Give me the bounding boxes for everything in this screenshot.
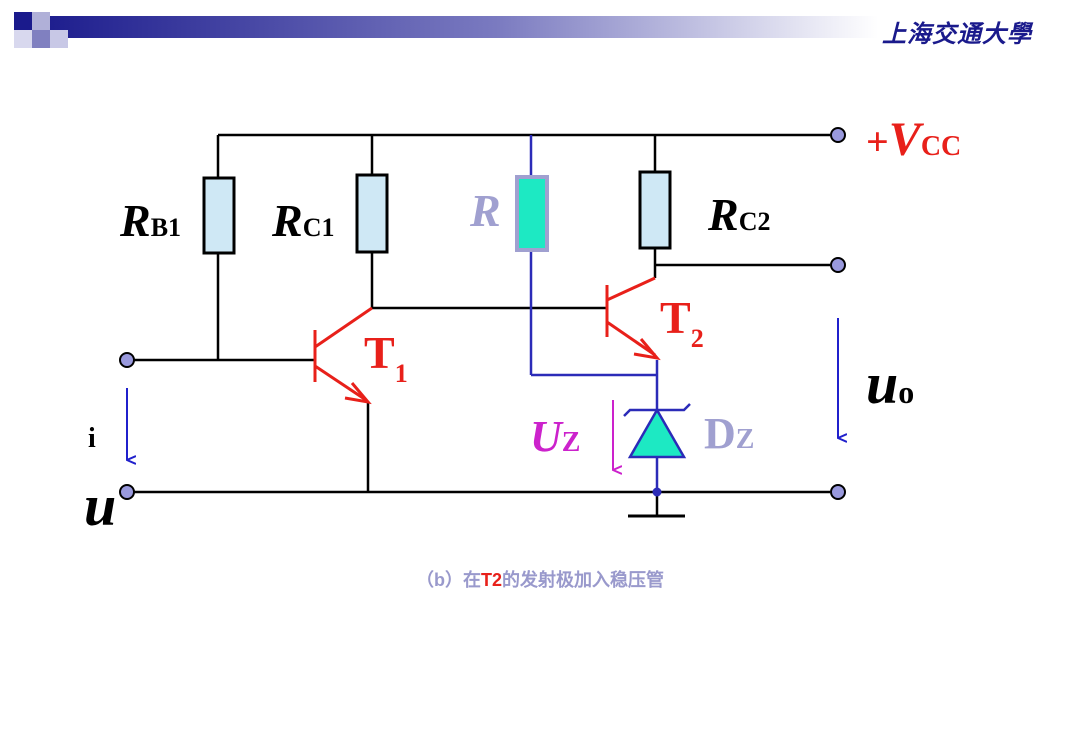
- rc2-main: R: [708, 189, 739, 240]
- header-square: [32, 12, 50, 30]
- dz-main: D: [704, 409, 736, 458]
- rc1-main: R: [272, 195, 303, 246]
- ground-output-terminal: [830, 484, 846, 500]
- t2-emitter-arrow: [633, 338, 661, 361]
- rc1-sub: C1: [302, 213, 335, 242]
- resistor-rc2: [638, 170, 672, 250]
- t1-sub: 1: [394, 359, 408, 388]
- t2-emitter-leg: [606, 320, 656, 357]
- label-t2: T2: [660, 292, 704, 352]
- input-terminal: [119, 352, 135, 368]
- header-square: [14, 30, 32, 48]
- t1-emitter-arrow: [344, 382, 372, 405]
- header-bar: [14, 12, 878, 48]
- rc2-sub: C2: [738, 207, 771, 236]
- label-rc2: RC2: [708, 192, 770, 238]
- r-main: R: [470, 185, 501, 236]
- t1-emitter-leg: [314, 364, 367, 402]
- header-square: [32, 30, 50, 48]
- label-dz: DZ: [704, 412, 754, 456]
- vcc-main: V: [888, 113, 921, 166]
- resistor-r: [515, 175, 549, 252]
- uo-sub: o: [898, 374, 915, 410]
- zener-diode-dz: [623, 403, 691, 459]
- resistor-rb1: [202, 176, 236, 255]
- uz-sub: Z: [561, 427, 581, 458]
- label-input-u: u: [84, 473, 117, 538]
- t1-collector-leg: [314, 306, 373, 349]
- label-i: i: [88, 423, 96, 454]
- rb1-sub: B1: [150, 213, 182, 242]
- blue-wires: [529, 135, 659, 492]
- label-uo: uo: [866, 355, 914, 413]
- caption-highlight: T2: [480, 570, 502, 590]
- zener-bar: [623, 403, 691, 417]
- label-rb1: RB1: [120, 198, 181, 244]
- t1-main: T: [364, 327, 395, 378]
- label-t1: T1: [364, 327, 408, 387]
- uo-main: u: [866, 351, 899, 416]
- uz-main: U: [530, 412, 562, 461]
- label-r: R: [470, 188, 501, 234]
- terminals: [119, 127, 846, 500]
- t2-sub: 2: [690, 324, 704, 353]
- resistor-rc1: [355, 173, 389, 254]
- circuit-diagram: [119, 127, 1080, 518]
- label-rc1: RC1: [272, 198, 334, 244]
- ground-input-terminal: [119, 484, 135, 500]
- label-vcc: +VCC: [866, 116, 961, 164]
- zener-triangle: [627, 407, 687, 459]
- caption-suffix: 的发射极加入稳压管: [502, 570, 664, 590]
- rb1-main: R: [120, 195, 151, 246]
- label-uz: UZ: [530, 415, 580, 459]
- header-square: [14, 12, 32, 30]
- output-terminal: [830, 257, 846, 273]
- black-wires: [134, 133, 830, 518]
- header-square: [50, 30, 68, 48]
- university-logo: 上海交通大學: [882, 19, 1032, 48]
- figure-caption: （b）在T2的发射极加入稳压管: [0, 566, 1080, 592]
- transistor-t1: [313, 306, 373, 405]
- junction-dot: [652, 487, 662, 497]
- vcc-sub: CC: [920, 131, 962, 162]
- vcc-sign: +: [866, 119, 889, 164]
- t2-collector-leg: [606, 276, 656, 302]
- caption-prefix: （b）在: [415, 570, 481, 590]
- dz-sub: Z: [735, 424, 755, 455]
- header-gradient-stripe: [28, 16, 878, 38]
- transistor-t2: [605, 276, 661, 361]
- vcc-terminal: [830, 127, 846, 143]
- t2-main: T: [660, 292, 691, 343]
